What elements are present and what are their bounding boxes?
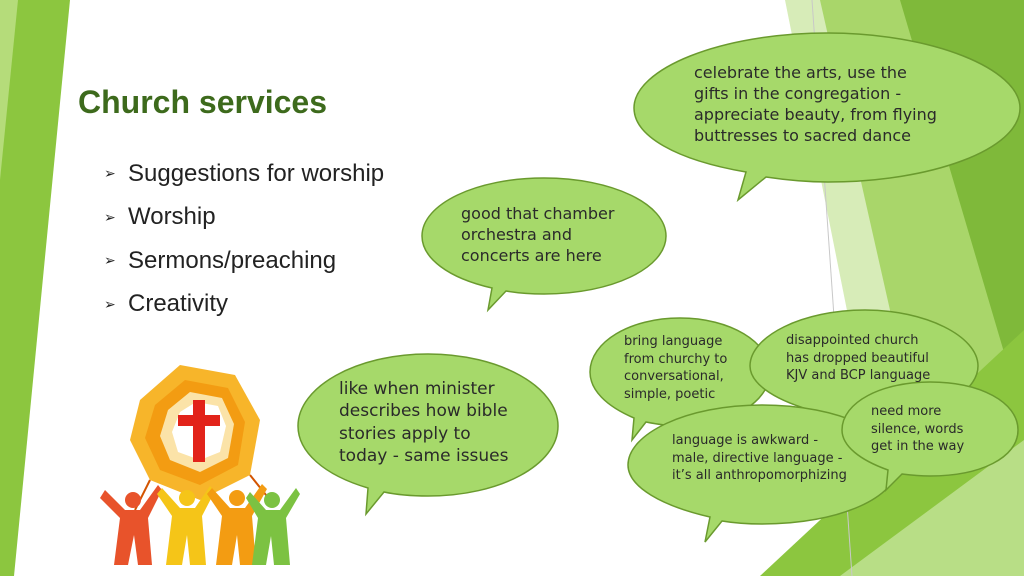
bullet-list: ➢ Suggestions for worship ➢ Worship ➢ Sermo… [104, 152, 384, 326]
speech-bubble-orchestra [421, 177, 667, 313]
left-accent-strip [0, 0, 70, 576]
bullet-text: Creativity [128, 290, 229, 318]
bullet-text: Suggestions for worship [128, 159, 385, 187]
bubble-text-awkward: language is awkward - male, directive la… [672, 433, 847, 484]
speech-bubble-arts [633, 32, 1021, 203]
bubble-text-orchestra: good that chamber orchestra and concerts… [461, 204, 615, 266]
bubble-text-conversational: bring language from churchy to conversat… [624, 334, 728, 403]
arrow-bullet-icon: ➢ [104, 208, 116, 225]
worship-cross-logo-icon [100, 365, 300, 565]
bullet-text: Worship [128, 203, 216, 231]
bubble-text-kjv: disappointed church has dropped beautifu… [786, 333, 931, 384]
bubble-text-arts: celebrate the arts, use the gifts in the… [694, 63, 937, 146]
arrow-bullet-icon: ➢ [104, 295, 116, 312]
speech-bubble-silence [841, 381, 1019, 493]
speech-bubble-bible [297, 353, 559, 517]
bullet-item: ➢ Sermons/preaching [104, 239, 384, 283]
slide-title: Church services [78, 84, 328, 120]
arrow-bullet-icon: ➢ [104, 252, 116, 269]
arrow-bullet-icon: ➢ [104, 165, 116, 182]
bubble-text-bible: like when minister describes how bible s… [339, 379, 509, 467]
bullet-item: ➢ Creativity [104, 283, 384, 327]
right-accent-bottom-light [840, 440, 1024, 576]
bubble-text-silence: need more silence, words get in the way [871, 404, 965, 455]
bullet-item: ➢ Worship [104, 196, 384, 240]
bullet-text: Sermons/preaching [128, 246, 337, 274]
left-accent-strip-light [0, 0, 18, 180]
bullet-item: ➢ Suggestions for worship [104, 152, 384, 196]
